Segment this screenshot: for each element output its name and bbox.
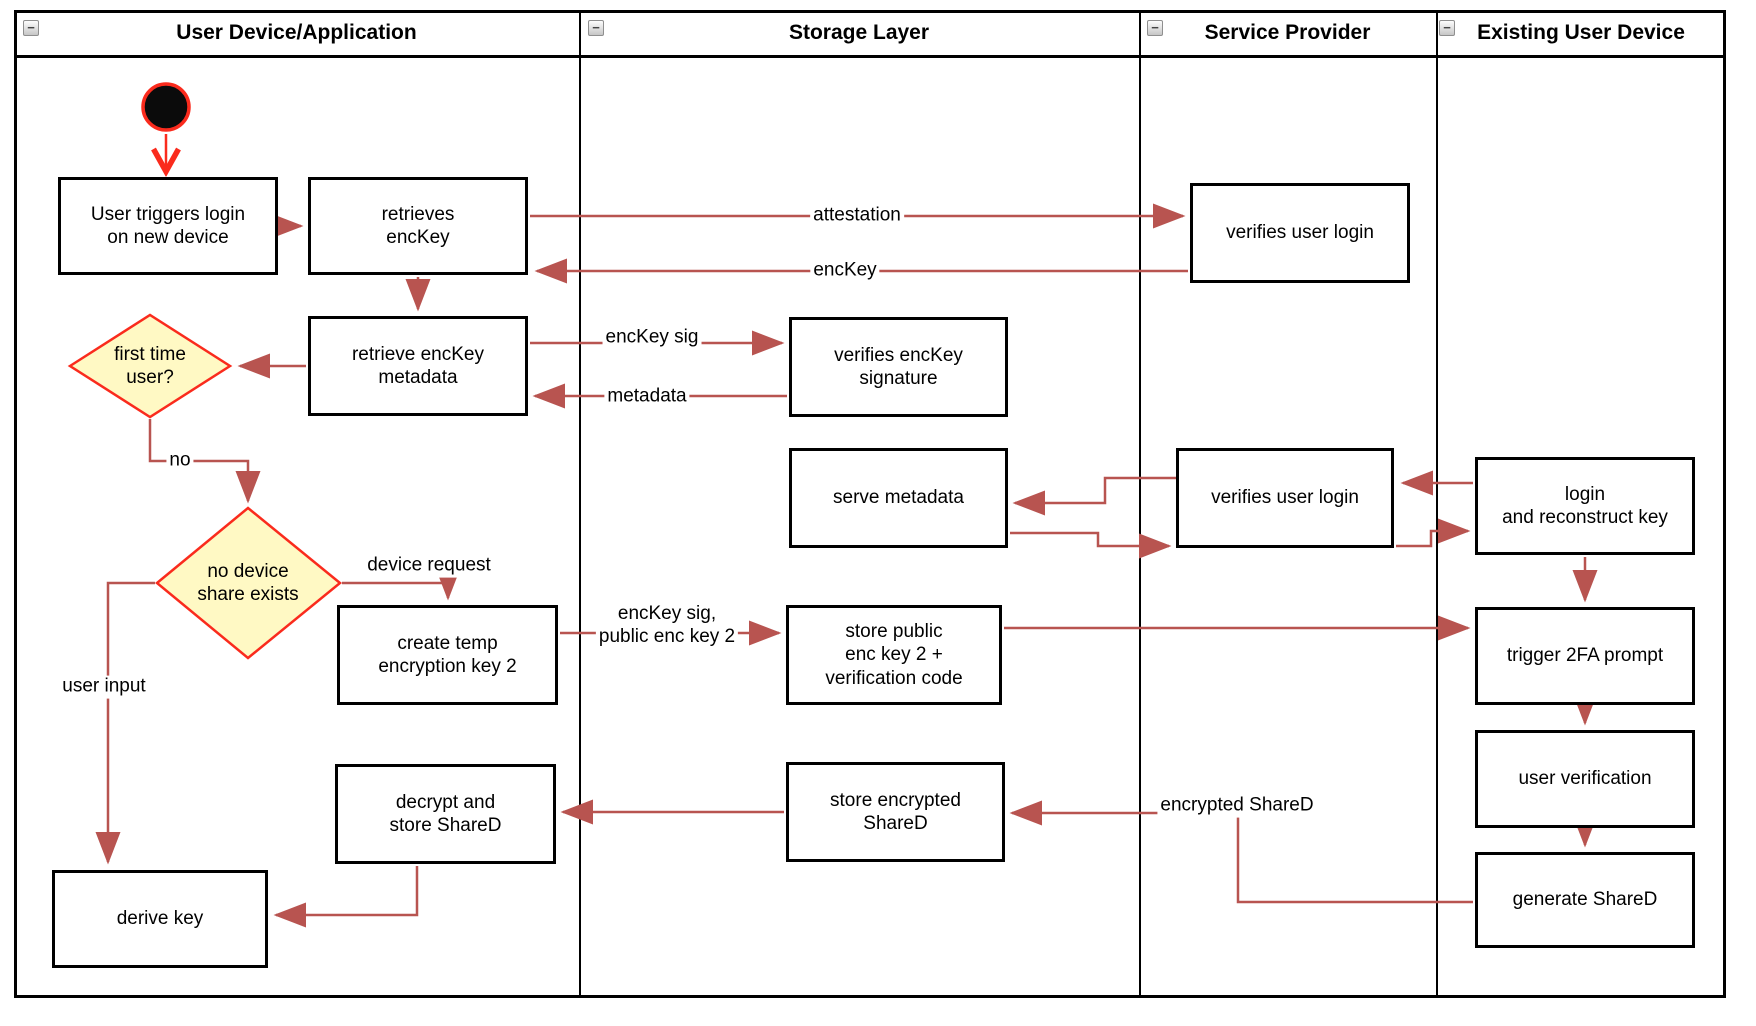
- decision-first-time-user[interactable]: [67, 313, 233, 419]
- activity-serve-metadata[interactable]: serve metadata: [789, 448, 1008, 548]
- edge-generate-to-store-encrypted: [1009, 800, 1473, 904]
- lane-title-storage-layer: Storage Layer: [788, 21, 930, 44]
- edge-label-encrypted-shared: encrypted ShareD: [1157, 794, 1317, 818]
- collapse-icon[interactable]: −: [1439, 20, 1455, 36]
- collapse-icon[interactable]: −: [1147, 20, 1163, 36]
- activity-retrieves-enckey[interactable]: retrieves encKey: [308, 177, 528, 275]
- edge-user-input: [95, 581, 155, 865]
- activity-derive-key[interactable]: derive key: [52, 870, 268, 968]
- edge-label-enckey-sig-public: encKey sig, public enc key 2: [595, 603, 739, 649]
- activity-user-verification[interactable]: user verification: [1475, 730, 1695, 828]
- edge-serve-metadata-to-sp: [1010, 531, 1172, 559]
- edge-sp-to-login: [1396, 518, 1471, 548]
- edge-sp-to-serve-metadata: [1012, 476, 1176, 516]
- activity-verifies-enckey-signature[interactable]: verifies encKey signature: [789, 317, 1008, 417]
- activity-decrypt-store-shared[interactable]: decrypt and store ShareD: [335, 764, 556, 864]
- lane-header-underline: [14, 55, 1726, 58]
- edge-device-request: [342, 568, 461, 601]
- lane-title-existing-device: Existing User Device: [1477, 21, 1685, 44]
- start-node[interactable]: [141, 82, 191, 132]
- edge-label-device-request: device request: [364, 554, 494, 578]
- lane-title-service-provider: Service Provider: [1204, 21, 1371, 44]
- activity-generate-shared[interactable]: generate ShareD: [1475, 852, 1695, 948]
- edge-label-metadata: metadata: [604, 385, 690, 409]
- edge-no-branch: [148, 419, 261, 504]
- lane-title-user-device: User Device/Application: [176, 21, 417, 44]
- lane-divider-2: [1139, 10, 1141, 998]
- activity-trigger-2fa-prompt[interactable]: trigger 2FA prompt: [1475, 607, 1695, 705]
- activity-verifies-user-login-2[interactable]: verifies user login: [1176, 448, 1394, 548]
- edge-label-enckey-sig: encKey sig: [602, 326, 702, 350]
- edge-decrypt-to-derive: [273, 866, 419, 928]
- decision-first-time-user-label: first time user?: [114, 343, 186, 388]
- activity-store-public-key2[interactable]: store public enc key 2 + verification co…: [786, 605, 1002, 705]
- edge-label-attestation: attestation: [810, 204, 904, 228]
- activity-login-reconstruct-key[interactable]: login and reconstruct key: [1475, 457, 1695, 555]
- activity-retrieve-enckey-metadata[interactable]: retrieve encKey metadata: [308, 316, 528, 416]
- activity-store-encrypted-shared[interactable]: store encrypted ShareD: [786, 762, 1005, 862]
- activity-verifies-user-login-1[interactable]: verifies user login: [1190, 183, 1410, 283]
- lane-divider-1: [579, 10, 581, 998]
- edge-label-enckey: encKey: [810, 259, 880, 283]
- decision-no-device-share-label: no device share exists: [197, 560, 299, 605]
- edge-label-user-input: user input: [59, 675, 149, 699]
- edge-label-no: no: [166, 449, 194, 473]
- collapse-icon[interactable]: −: [23, 20, 39, 36]
- decision-no-device-share[interactable]: [155, 506, 342, 660]
- activity-user-triggers-login[interactable]: User triggers login on new device: [58, 177, 278, 275]
- lane-divider-3: [1436, 10, 1438, 998]
- activity-create-temp-key2[interactable]: create temp encryption key 2: [337, 605, 558, 705]
- collapse-icon[interactable]: −: [588, 20, 604, 36]
